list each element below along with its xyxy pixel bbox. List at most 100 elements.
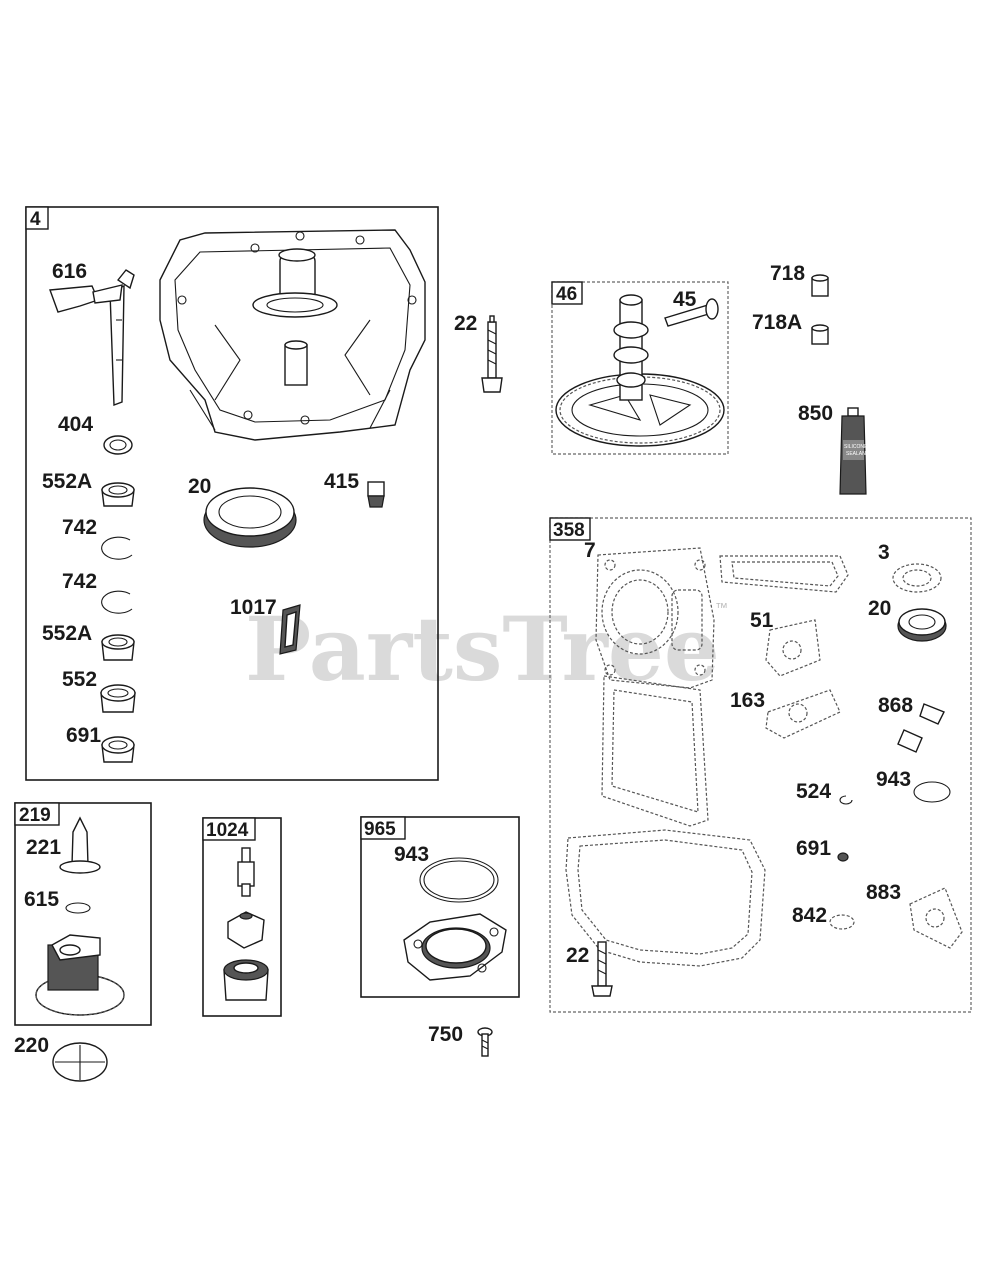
gasket-51-part[interactable] [765, 619, 821, 677]
box-965-frame [360, 816, 520, 998]
screw-750-part[interactable] [477, 1027, 493, 1057]
box-219-label: 219 [19, 805, 51, 826]
sealant-850-part[interactable]: SILICONE SEALANT [839, 407, 869, 495]
bolt-22-top-part[interactable] [481, 315, 503, 393]
label-1017: 1017 [230, 596, 277, 619]
box-965-tab [360, 816, 406, 840]
dowel-718-part[interactable] [811, 274, 829, 297]
crankcase-gasket-part[interactable] [565, 829, 766, 967]
group-box-1024: 1024 [202, 817, 282, 1017]
compression-release-45-part[interactable] [664, 298, 719, 327]
label-524: 524 [796, 780, 831, 803]
crankcase-part[interactable] [159, 229, 426, 441]
label-552A-bottom: 552A [42, 622, 92, 645]
o-ring-943-b965-part[interactable] [419, 857, 499, 903]
label-404: 404 [58, 413, 93, 436]
label-850: 850 [798, 402, 833, 425]
bearing-691-b358-part[interactable] [837, 852, 849, 862]
governor-pin-221-part[interactable] [59, 816, 101, 874]
gasket-163-part[interactable] [765, 689, 841, 739]
label-868: 868 [878, 694, 913, 717]
group-box-219: 219 [14, 802, 152, 1026]
label-842: 842 [792, 904, 827, 927]
ring-615-part[interactable] [65, 902, 91, 914]
washer-842-part[interactable] [829, 914, 855, 930]
oil-seal-20-b358-part[interactable] [897, 608, 947, 642]
label-45: 45 [673, 288, 697, 311]
cylinder-head-gasket-7-part[interactable] [595, 547, 715, 689]
sealant-text-1: SILICONE [844, 444, 868, 450]
box-219-frame [14, 802, 152, 1026]
label-750: 750 [428, 1023, 463, 1046]
plug-415-part[interactable] [367, 481, 385, 508]
bolt-22-b358-part[interactable] [591, 941, 613, 997]
pump-shaft-part[interactable] [237, 847, 255, 897]
sleeve-868-part[interactable] [897, 703, 945, 753]
label-3: 3 [878, 541, 890, 564]
label-742-top: 742 [62, 516, 97, 539]
label-616: 616 [52, 260, 87, 283]
label-220: 220 [14, 1034, 49, 1057]
group-box-46: 46 [551, 281, 729, 455]
governor-gear-part[interactable] [35, 934, 125, 1016]
label-22-box358: 22 [566, 944, 589, 967]
governor-shaft-part[interactable] [49, 269, 135, 406]
box-46-label: 46 [556, 284, 577, 305]
label-883: 883 [866, 881, 901, 904]
washer-220-part[interactable] [52, 1042, 108, 1082]
label-7: 7 [584, 539, 596, 562]
box-46-tab [551, 281, 583, 305]
washer-404-part[interactable] [103, 435, 133, 455]
label-51: 51 [750, 609, 774, 632]
box-1024-label: 1024 [206, 820, 249, 841]
box-219-tab [14, 802, 60, 826]
label-163: 163 [730, 689, 765, 712]
dowel-718A-part[interactable] [811, 324, 829, 345]
group-box-965: 965 [360, 816, 520, 998]
label-552: 552 [62, 668, 97, 691]
seal-3-part[interactable] [892, 563, 942, 593]
label-22-top: 22 [454, 312, 477, 335]
bushing-552A-top-part[interactable] [101, 482, 135, 507]
label-943-box358: 943 [876, 768, 911, 791]
bushing-552-part[interactable] [100, 684, 136, 713]
label-691-box4: 691 [66, 724, 101, 747]
oil-seal-20-part[interactable] [203, 487, 297, 548]
watermark-tm: ™ [715, 600, 728, 615]
pump-cover-part[interactable] [403, 913, 507, 981]
label-691-box358: 691 [796, 837, 831, 860]
e-ring-742-top-part[interactable] [101, 536, 133, 560]
intake-gasket-top-part[interactable] [719, 555, 849, 593]
pump-housing-part[interactable] [223, 959, 269, 1001]
o-ring-943-b358-part[interactable] [913, 781, 951, 803]
label-20-box358: 20 [868, 597, 891, 620]
e-ring-742-bottom-part[interactable] [101, 590, 133, 614]
label-415: 415 [324, 470, 359, 493]
box-46-frame [551, 281, 729, 455]
box-4-tab [25, 206, 49, 230]
label-615: 615 [24, 888, 59, 911]
bushing-552A-bottom-part[interactable] [101, 634, 135, 661]
box-358-label: 358 [553, 520, 585, 541]
camshaft-gear-part[interactable] [555, 294, 725, 447]
breather-1017-part[interactable] [279, 604, 301, 655]
box-1024-tab [202, 817, 256, 841]
label-718: 718 [770, 262, 805, 285]
box-4-label: 4 [30, 209, 41, 230]
watermark: PartsTree [245, 597, 720, 701]
pump-rotor-part[interactable] [227, 911, 265, 949]
box-965-label: 965 [364, 819, 396, 840]
label-943-box965: 943 [394, 843, 429, 866]
gasket-883-part[interactable] [909, 887, 963, 949]
bearing-691-part[interactable] [101, 736, 135, 763]
label-20-box4: 20 [188, 475, 211, 498]
valve-cover-gasket-part[interactable] [601, 675, 709, 827]
sealant-text-2: SEALANT [846, 451, 869, 457]
label-221: 221 [26, 836, 61, 859]
box-358-frame [549, 517, 972, 1013]
clip-524-part[interactable] [839, 795, 853, 805]
label-718A: 718A [752, 311, 802, 334]
label-742-bottom: 742 [62, 570, 97, 593]
group-box-4: 4 [25, 206, 439, 781]
